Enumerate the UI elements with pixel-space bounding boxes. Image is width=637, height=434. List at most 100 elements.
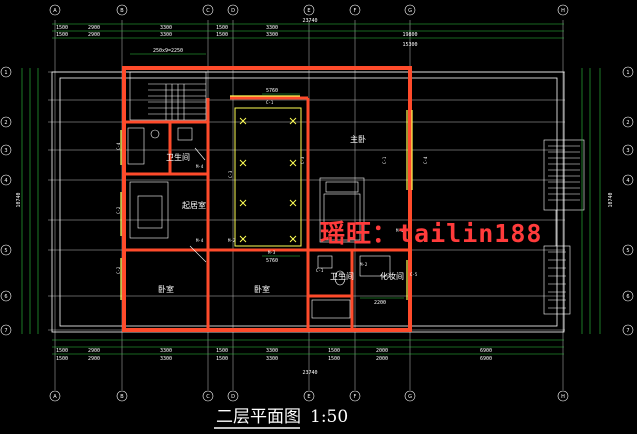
dimension-top-row2: 1500 [216, 32, 228, 38]
axis-label-right: 4 [626, 178, 629, 184]
bathtub-small [127, 127, 145, 165]
axis-label-right: 7 [626, 328, 629, 334]
dimension-bottom-row2: 6900 [480, 356, 492, 362]
axis-label-bottom: C [206, 394, 210, 400]
dimension-bottom-row1: 3300 [160, 348, 172, 354]
dimension-top-overall: 23740 [302, 18, 317, 24]
furniture [127, 127, 391, 319]
room-label-dressing-room: 化妆间 [380, 271, 404, 281]
window-mark: C-3 [300, 156, 305, 164]
watermark-text: 瑶旺：tailin188 [320, 219, 542, 248]
axis-label-bottom: A [53, 394, 57, 400]
dimension-bay-bottom: 5760 [266, 258, 278, 264]
axis-label-left: 3 [4, 148, 7, 154]
double-bed [319, 177, 365, 243]
axis-label-top: B [120, 8, 124, 14]
axis-label-right: 5 [626, 248, 629, 254]
room-label-bedroom-2: 卧室 [254, 284, 270, 294]
dimension-bottom-row1: 6900 [480, 348, 492, 354]
axis-label-right: 3 [626, 148, 629, 154]
dimension-top-row2: 2900 [88, 32, 100, 38]
windows [120, 95, 413, 300]
axis-label-bottom: E [307, 394, 310, 400]
axis-label-bottom: D [231, 394, 235, 400]
dimension-top-row1: 1500 [56, 25, 68, 31]
dimension-bottom-row1: 2900 [88, 348, 100, 354]
axis-label-left: 2 [4, 120, 7, 126]
axis-label-bottom: G [408, 394, 412, 400]
window-mark: C-1 [316, 268, 324, 273]
exterior-walls [122, 66, 412, 332]
door-mark: M-2 [360, 262, 368, 267]
dimension-bottom-row2: 1500 [328, 356, 340, 362]
balcony-railing [543, 139, 585, 315]
dimension-bottom-row2: 3300 [266, 356, 278, 362]
window-mark: C-1 [382, 156, 387, 164]
axis-label-left: 5 [4, 248, 7, 254]
axis-label-top: E [307, 8, 310, 14]
sofa-set [129, 181, 169, 239]
dimension-left-overall: 10740 [16, 192, 22, 207]
room-label-small-bath: 卫生间 [166, 152, 190, 162]
door-mark: M-2 [228, 238, 236, 243]
room-label-bathroom: 卫生间 [330, 271, 354, 281]
dimension-bottom-row1: 3300 [266, 348, 278, 354]
room-label-bedroom-1: 卧室 [158, 284, 174, 294]
window-mark: C-1 [266, 100, 274, 105]
dimension-top-row2: 3300 [266, 32, 278, 38]
window-mark: C-2 [116, 206, 121, 214]
dimension-bottom-row1: 1500 [56, 348, 68, 354]
dimension-top-row2: 3300 [160, 32, 172, 38]
room-label-living-room: 起居室 [182, 200, 206, 210]
door-mark: M-1 [396, 228, 404, 233]
door-mark: M-4 [196, 238, 204, 243]
axis-label-right: 1 [626, 70, 629, 76]
dimension-bottom-row1: 1500 [216, 348, 228, 354]
axis-label-left: 6 [4, 294, 7, 300]
dimension-top-row1: 1500 [216, 25, 228, 31]
window-mark: C-4 [423, 156, 428, 164]
dimension-lines [21, 23, 601, 355]
dimension-bottom-row2: 2900 [88, 356, 100, 362]
dimension-bottom-row1: 1500 [328, 348, 340, 354]
dimension-top-inner: 19800 [402, 32, 417, 38]
axis-label-top: D [231, 8, 235, 14]
dimension-bottom-row2: 1500 [56, 356, 68, 362]
axis-label-top: F [354, 8, 357, 14]
dimension-stair: 250x9=2250 [153, 48, 183, 54]
window-mark: C-4 [116, 142, 121, 150]
axis-label-top: H [561, 8, 565, 14]
axis-label-bottom: H [561, 394, 565, 400]
dimension-bay: 5760 [266, 88, 278, 94]
window-mark: C-3 [228, 170, 233, 178]
axis-label-right: 6 [626, 294, 629, 300]
dimension-bottom-row2: 3300 [160, 356, 172, 362]
axis-label-left: 7 [4, 328, 7, 334]
dimension-top-inner2: 15300 [402, 42, 417, 48]
staircase [129, 71, 207, 121]
bathtub [311, 299, 351, 319]
axis-label-top: A [53, 8, 57, 14]
axis-label-right: 2 [626, 120, 629, 126]
drawing-scale: 1:50 [310, 407, 348, 427]
dimension-bottom-row2: 1500 [216, 356, 228, 362]
dimension-bottom-row1: 2000 [376, 348, 388, 354]
dimension-top-row1: 3300 [160, 25, 172, 31]
window-mark: C-2 [116, 266, 121, 274]
axis-label-top: C [206, 8, 210, 14]
dimension-top-row2: 1500 [56, 32, 68, 38]
window-mark: C-5 [410, 272, 418, 277]
axis-label-top: G [408, 8, 412, 14]
room-label-master-bedroom: 主卧 [350, 134, 366, 144]
interior-walls [124, 96, 410, 330]
door-mark: M-3 [268, 250, 276, 255]
dimension-right-overall: 10740 [608, 192, 614, 207]
dimension-bottom-overall: 23740 [302, 370, 317, 376]
axis-label-left: 1 [4, 70, 7, 76]
axis-bubbles [0, 4, 634, 402]
drawing-title: 二层平面图 [216, 407, 301, 427]
dimension-top-row1: 2900 [88, 25, 100, 31]
dimension-corridor: 2200 [374, 300, 386, 306]
